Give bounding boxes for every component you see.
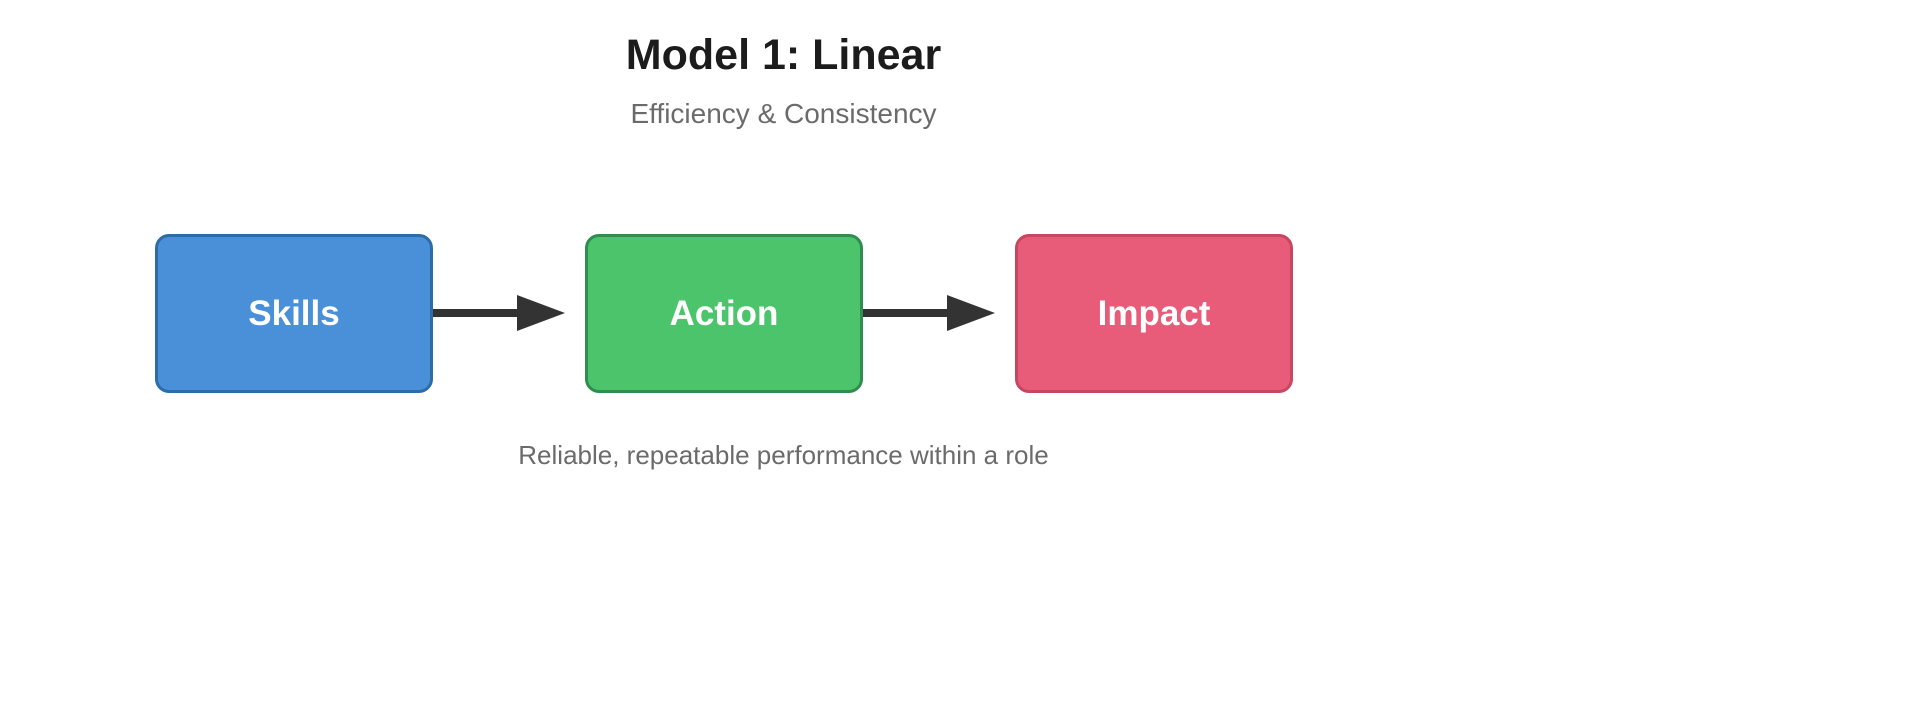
page-subtitle: Efficiency & Consistency: [630, 98, 937, 130]
flow-node-action[interactable]: Action: [585, 233, 863, 393]
flow-diagram: Skills Action Impact: [155, 233, 1295, 393]
diagram-content-column: Model 1: Linear Efficiency & Consistency: [625, 31, 942, 130]
diagram-caption: Reliable, repeatable performance within …: [518, 440, 1049, 470]
flow-node-skills[interactable]: Skills: [155, 233, 433, 393]
flow-node-skills-label: Skills: [248, 293, 340, 333]
flow-node-action-label: Action: [669, 293, 779, 333]
flow-node-impact-label: Impact: [1097, 293, 1211, 333]
arrow-action-to-impact: [863, 293, 1015, 333]
flow-node-impact[interactable]: Impact: [1015, 233, 1293, 393]
page-title: Model 1: Linear: [625, 31, 942, 79]
arrow-skills-to-action: [433, 293, 585, 333]
